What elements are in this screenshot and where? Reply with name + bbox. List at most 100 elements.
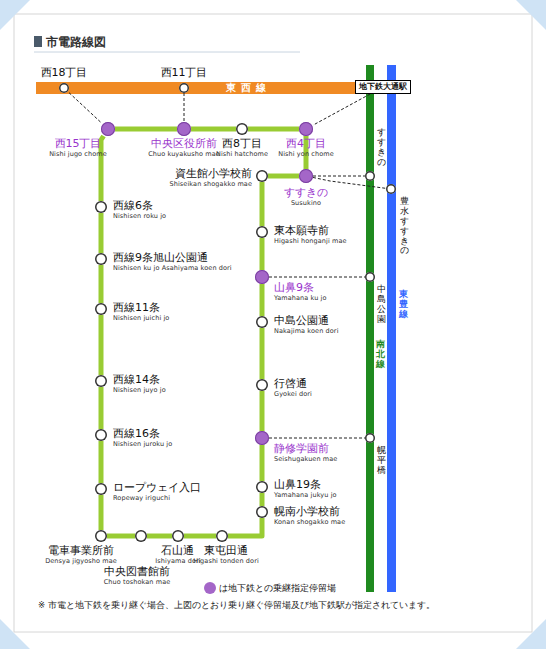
station-label: 西線11条Nishisen juichi jo: [113, 302, 169, 322]
transfer-link: [184, 93, 185, 122]
station-name: 行啓通: [274, 378, 312, 391]
station-label: 東屯田通Higashi tonden dori: [193, 545, 259, 565]
transfer-stop: すすきのSusukino: [299, 169, 313, 183]
station-romaji: Chuo toshokan mae: [104, 579, 171, 586]
station-label: 西8丁目Nishi hatchome: [216, 138, 268, 158]
station-name: 西15丁目: [49, 138, 107, 151]
tram-stop: 中島公園通Nakajima koen dori: [256, 316, 268, 328]
station-romaji: Nishi jugo chome: [49, 151, 107, 158]
tram-track: [101, 387, 102, 429]
tram-stop: 西8丁目Nishi hatchome: [236, 123, 248, 135]
station-romaji: Gyokei dori: [274, 391, 312, 398]
transfer-link: [269, 277, 365, 278]
tram-track: [107, 536, 135, 537]
station-romaji: Nishisen juroku jo: [113, 441, 172, 448]
tram-stop: 西線16条Nishisen juroku jo: [95, 429, 107, 441]
tram-stop: 幌南小学校前Konan shogakko mae: [256, 506, 268, 518]
transfer-stop: 中央区役所前Chuo kuyakusho mae: [177, 122, 191, 136]
station-label: 中島公園通Nakajima koen dori: [274, 315, 339, 335]
subway-station: 中島公園: [365, 272, 375, 282]
tram-track: [147, 536, 172, 537]
station-name: 西18丁目: [41, 67, 88, 80]
tram-track: [191, 129, 236, 130]
station-name: 西線16条: [113, 428, 172, 441]
station-romaji: Chuo kuyakusho mae: [148, 151, 220, 158]
tram-stop: 電車事業所前Densya jigyosho mae: [95, 530, 107, 542]
station-label: 西線16条Nishisen juroku jo: [113, 428, 172, 448]
transfer-link: [69, 93, 101, 123]
station-label: 山鼻19条Yamahana jukyu jo: [274, 479, 337, 499]
subway-station: 豊水すすきの: [386, 184, 396, 194]
line-name: 東西線: [226, 82, 271, 94]
tram-track: [228, 518, 262, 536]
tram-track: [262, 445, 263, 481]
station-name: ロープウェイ入口: [113, 482, 201, 495]
tram-track: [262, 328, 263, 379]
station-romaji: Nishi yon chome: [278, 151, 334, 158]
tram-stop: 西線11条Nishisen juichi jo: [95, 303, 107, 315]
tram-track: [262, 284, 263, 316]
tozai-line: [36, 82, 410, 94]
transfer-stop: 山鼻9条Yamahana ku jo: [255, 270, 269, 284]
transfer-stop: 西4丁目Nishi yon chome: [299, 122, 313, 136]
station-label: 行啓通Gyokei dori: [274, 378, 312, 398]
station-name: 中島公園: [377, 285, 386, 325]
tram-stop: 東屯田通Higashi tonden dori: [216, 530, 228, 542]
station-name: 西8丁目: [216, 138, 268, 151]
station-name: 静修学園前: [274, 443, 337, 456]
station-name: 西11丁目: [161, 67, 208, 80]
tram-stop: 石山通Ishiyama dori: [172, 530, 184, 542]
station-name: 幌南小学校前: [274, 506, 345, 519]
station-label: 西線14条Nishisen juyo jo: [113, 374, 166, 394]
subway-station: 西11丁目: [179, 83, 189, 93]
toho-line: [387, 65, 396, 592]
tram-stop: 西線6条Nishisen roku jo: [95, 201, 107, 213]
station-name: 西線9条旭山公園通: [113, 252, 232, 265]
station-romaji: Seishugakuen mae: [274, 456, 337, 463]
station-romaji: Densya jigyosho mae: [45, 558, 117, 565]
tram-track: [248, 129, 299, 130]
tram-stop: 西線9条旭山公園通Nishisen ku jo Asahiyama koen d…: [95, 253, 107, 265]
title-rule: [34, 52, 300, 53]
station-romaji: Shiseikan shogakko mae: [169, 181, 252, 188]
station-name: 東屯田通: [193, 545, 259, 558]
transfer-stop: 西15丁目Nishi jugo chome: [101, 122, 115, 136]
station-label: 西11丁目: [161, 67, 208, 80]
station-box: 地下鉄大通駅: [355, 80, 411, 94]
station-name: 資生館小学校前: [169, 168, 252, 181]
station-name: 西線6条: [113, 200, 166, 213]
legend-text: は地下鉄との乗継指定停留場: [219, 583, 336, 595]
tram-track: [262, 493, 263, 506]
frame: [14, 14, 532, 632]
station-romaji: Ropeway iriguchi: [113, 495, 201, 502]
station-romaji: Nishi hatchome: [216, 151, 268, 158]
station-name: 中島公園通: [274, 315, 339, 328]
station-name: 中央図書館前: [104, 566, 171, 579]
tram-track: [101, 213, 102, 253]
tram-track: [101, 441, 102, 483]
station-label: 西15丁目Nishi jugo chome: [49, 138, 107, 158]
subway-station: 西18丁目: [59, 83, 69, 93]
station-romaji: Konan shogakko mae: [274, 519, 345, 526]
station-label: 山鼻9条Yamahana ku jo: [274, 282, 327, 302]
station-label: 西4丁目Nishi yon chome: [278, 138, 334, 158]
station-name: 東本願寺前: [274, 225, 347, 238]
station-name: 西線14条: [113, 374, 166, 387]
station-name: すすきの: [377, 128, 386, 168]
station-name: 山鼻9条: [274, 282, 327, 295]
tram-track: [262, 391, 263, 431]
station-label: 東本願寺前Higashi honganji mae: [274, 225, 347, 245]
station-label: 電車事業所前Densya jigyosho mae: [45, 545, 117, 565]
tram-stop: 山鼻19条Yamahana jukyu jo: [256, 481, 268, 493]
subway-station: すすきの: [365, 171, 375, 181]
tram-track: [262, 182, 263, 226]
station-name: 地下鉄大通駅: [359, 82, 407, 91]
station-label: すすきのSusukino: [284, 187, 328, 207]
station-name: 幌平橋: [377, 446, 386, 476]
tram-stop: 行啓通Gyokei dori: [256, 379, 268, 391]
station-label: 西線6条Nishisen roku jo: [113, 200, 166, 220]
station-name: 西線11条: [113, 302, 169, 315]
station-romaji: Susukino: [284, 200, 328, 207]
